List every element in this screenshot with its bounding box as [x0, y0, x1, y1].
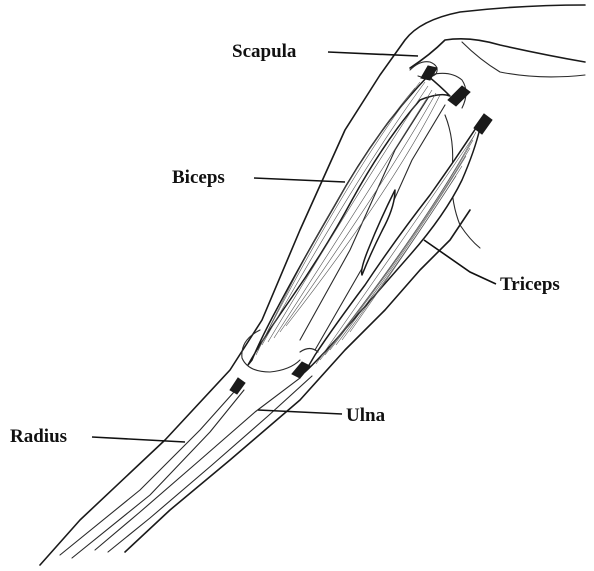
triceps-label: Triceps — [500, 274, 560, 295]
elbow-epicondyle — [242, 330, 300, 372]
radius-label: Radius — [10, 426, 67, 447]
scapula-leader-line — [328, 52, 418, 56]
biceps-leader-line — [254, 178, 345, 182]
radius-leader-line — [92, 437, 185, 442]
biceps-long-tendon — [448, 86, 470, 106]
arm-inner-outline — [125, 210, 470, 552]
radius-bone-edge — [72, 390, 244, 558]
scapula-label: Scapula — [232, 41, 297, 62]
biceps-upper-tendon — [421, 66, 437, 80]
biceps-label: Biceps — [172, 167, 225, 188]
ulna-bone — [95, 378, 300, 550]
scapula-outline — [410, 39, 585, 68]
triceps-leader-line — [424, 240, 496, 284]
ulna-label: Ulna — [346, 405, 386, 426]
